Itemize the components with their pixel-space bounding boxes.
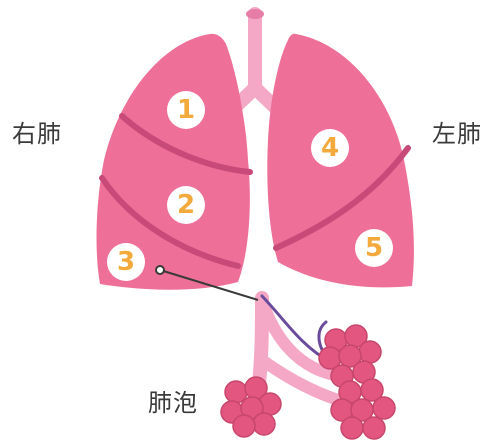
lobe-number: 1 [177, 95, 195, 125]
lobe-number: 2 [177, 190, 195, 220]
lobe-badge-5: 5 [355, 229, 393, 267]
lobe-number: 5 [365, 233, 383, 263]
alveoli-cluster-left [221, 377, 281, 437]
lobe-number: 4 [321, 133, 339, 163]
right-lung-label: 右肺 [12, 114, 62, 149]
lobe-badge-2: 2 [167, 186, 205, 224]
trachea [234, 9, 276, 108]
lobe-badge-3: 3 [107, 243, 145, 281]
lobe-badge-4: 4 [311, 129, 349, 167]
alveoli-cluster-bottom-right [331, 379, 395, 439]
lobe-badge-1: 1 [167, 91, 205, 129]
alveoli-label: 肺泡 [148, 383, 198, 418]
lobe-number: 3 [117, 247, 135, 277]
left-lung-label: 左肺 [432, 114, 482, 149]
